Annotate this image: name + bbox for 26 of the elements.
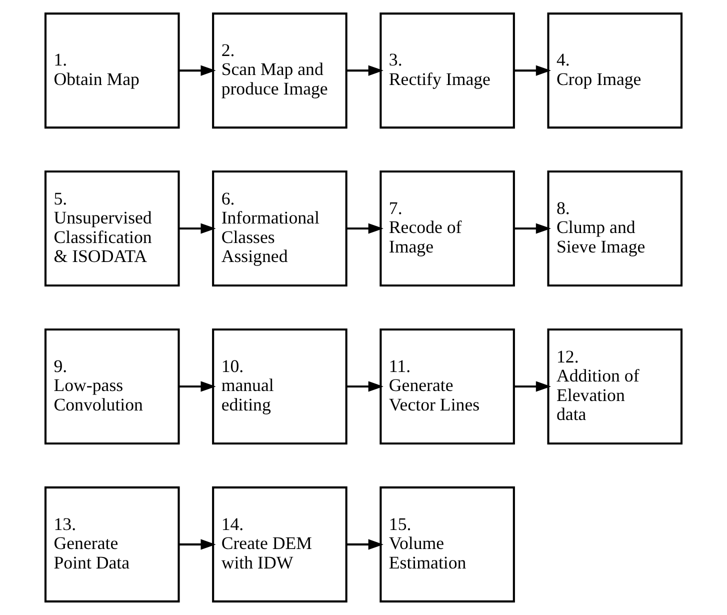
node-box: 4. Crop Image — [547, 12, 683, 129]
node-box: 13. Generate Point Data — [44, 486, 180, 602]
arrow — [178, 381, 216, 392]
arrow — [346, 381, 384, 392]
node-box: 6. Informational Classes Assigned — [212, 170, 348, 287]
arrow — [178, 65, 216, 76]
arrow — [514, 223, 552, 234]
arrow — [178, 223, 216, 234]
node-box: 3. Rectify Image — [380, 12, 515, 129]
node-box: 9. Low-pass Convolution — [44, 328, 180, 445]
node-box: 14. Create DEM with IDW — [212, 486, 348, 602]
node-box: 1. Obtain Map — [44, 12, 180, 129]
node-box: 2. Scan Map and produce Image — [212, 12, 348, 129]
arrow — [346, 539, 384, 550]
arrow — [514, 65, 552, 76]
arrow — [514, 381, 552, 392]
arrow — [346, 65, 384, 76]
node-box: 8. Clump and Sieve Image — [547, 170, 683, 287]
node-box: 5. Unsupervised Classification & ISODATA — [44, 170, 180, 287]
node-box: 7. Recode of Image — [380, 170, 515, 287]
arrow — [178, 539, 216, 550]
node-box: 11. Generate Vector Lines — [380, 328, 515, 445]
node-box: 10. manual editing — [212, 328, 348, 445]
node-box: 15. Volume Estimation — [380, 486, 515, 602]
arrow — [346, 223, 384, 234]
node-box: 12. Addition of Elevation data — [547, 328, 683, 445]
